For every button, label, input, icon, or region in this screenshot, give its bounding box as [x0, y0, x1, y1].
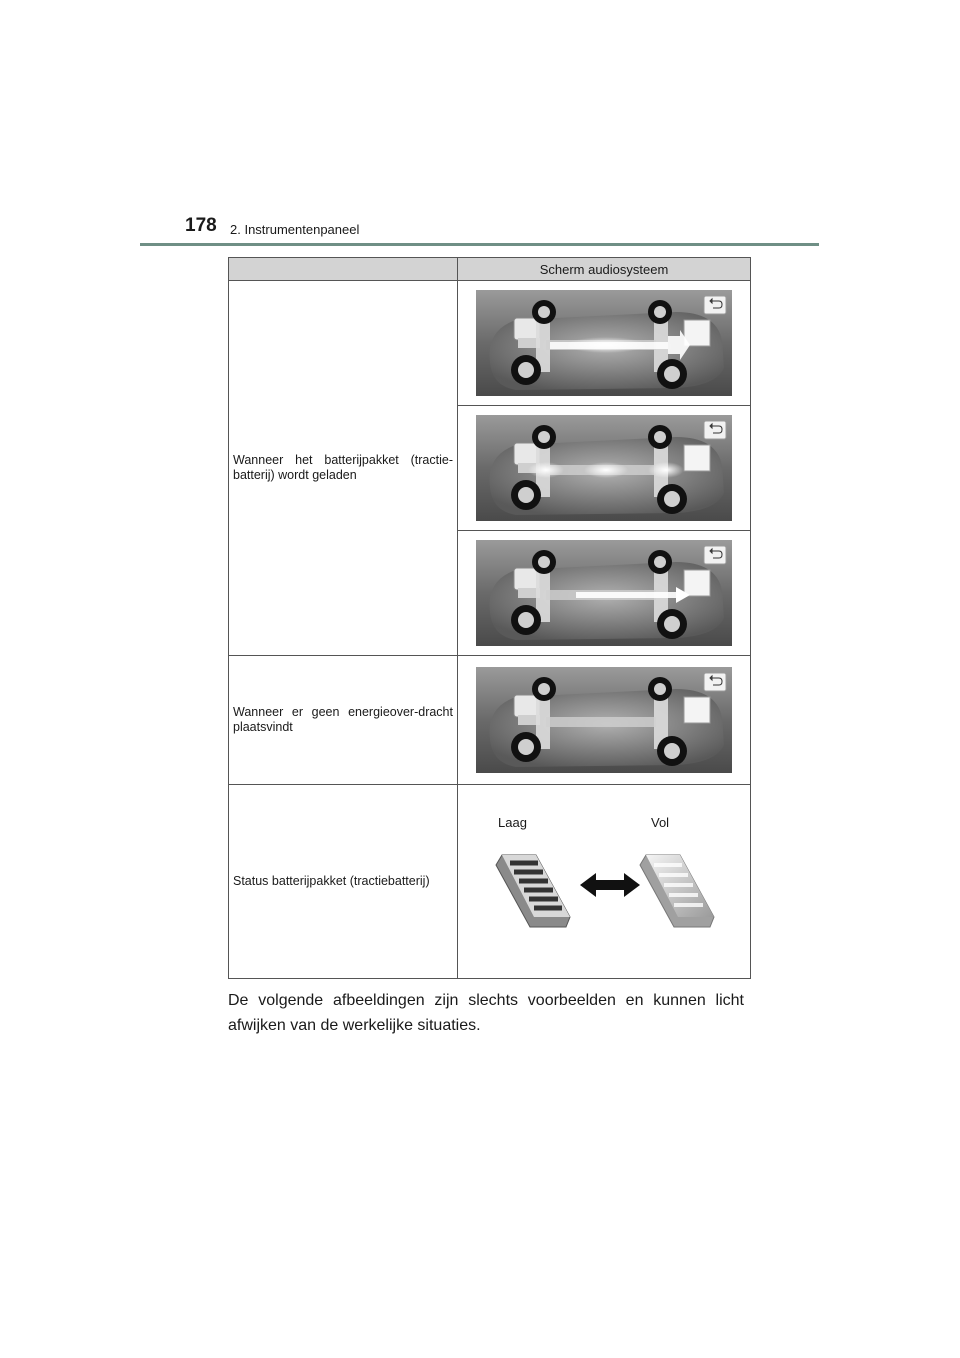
empty-header-cell — [228, 257, 458, 281]
table-row: Status batterijpakket (tractiebatterij) … — [228, 784, 751, 979]
header-rule — [140, 243, 819, 246]
double-arrow-icon — [580, 873, 640, 897]
footnote-text: De volgende afbeeldingen zijn slechts vo… — [228, 992, 744, 1034]
energy-flow-image-cell — [457, 280, 751, 406]
energy-flow-charging-1-image — [476, 290, 732, 396]
table-row: Wanneer er geen energieover-dracht plaat… — [228, 655, 751, 785]
row-label-no-transfer: Wanneer er geen energieover-dracht plaat… — [228, 655, 458, 785]
battery-low-icon — [495, 854, 571, 928]
column-header-audio-screen: Scherm audiosysteem — [457, 257, 751, 281]
battery-full-icon — [639, 854, 715, 928]
battery-status-cell: Laag Vol — [457, 784, 751, 979]
energy-flow-charging-3-image — [476, 540, 732, 646]
row-label-charging: Wanneer het batterijpakket (tractie-batt… — [228, 280, 458, 656]
table-header-row: Scherm audiosysteem — [228, 257, 751, 281]
battery-graphics — [495, 854, 715, 928]
energy-flow-image-cell — [457, 530, 751, 656]
table-row: Wanneer het batterijpakket (tractie-batt… — [228, 280, 751, 656]
battery-low-label: Laag — [498, 815, 527, 830]
page-number: 178 — [185, 215, 217, 236]
row-label-battery-status: Status batterijpakket (tractiebatterij) — [228, 784, 458, 979]
audio-screen-table: Scherm audiosysteem Wanneer het batterij… — [228, 257, 751, 979]
energy-flow-image-cell — [457, 405, 751, 531]
chapter-title: 2. Instrumentenpaneel — [230, 222, 360, 237]
energy-flow-charging-2-image — [476, 415, 732, 521]
table-row — [229, 530, 751, 656]
table-row — [229, 405, 751, 531]
energy-flow-image-cell — [457, 655, 751, 785]
battery-status-illustration: Laag Vol — [458, 785, 751, 978]
energy-flow-idle-image — [476, 667, 732, 773]
battery-full-label: Vol — [651, 815, 670, 830]
